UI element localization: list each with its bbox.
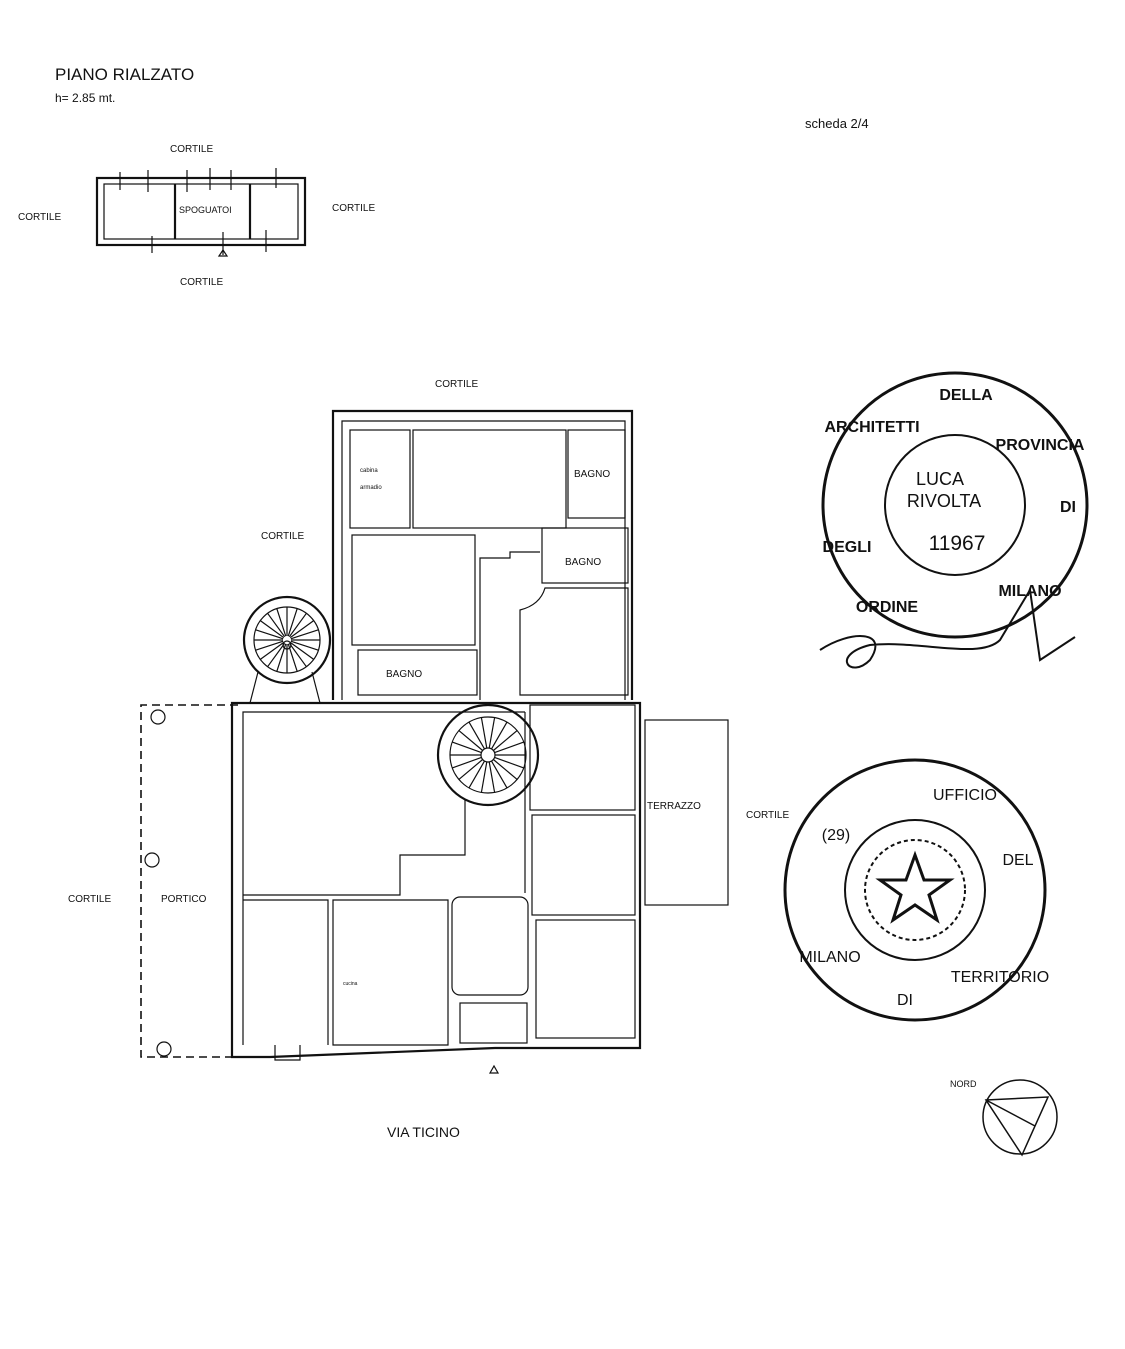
stamp-name-first: LUCA [916,469,964,489]
stair-tread [458,759,484,780]
plan-title: PIANO RIALZATO [55,65,194,84]
label-bagno-top: BAGNO [574,469,610,480]
stamp-name-last: RIVOLTA [907,491,981,511]
stamp-ring-word: MILANO [799,949,860,966]
small-plan-label-right: CORTILE [332,203,375,214]
stair-tread [255,640,284,651]
small-plan-label-left: CORTILE [18,212,61,223]
stair-tread [255,629,284,640]
stamp-ring-word: TERRITORIO [951,969,1049,986]
stair-tread [492,730,518,751]
stamp-ring-word: DEGLI [823,539,872,556]
label-armadio: armadio [360,485,382,491]
architect-stamp: ORDINE DEGLI ARCHITETTI DELLA PROVINCIA … [819,371,1089,669]
office-stamp-ring-text: UFFICIO DEL TERRITORIO DI MILANO (29) [799,787,1049,1009]
stamp-ring-word: DI [1060,499,1076,516]
stamp-ring-word: ARCHITETTI [824,419,919,436]
label-cortile-right: CORTILE [746,810,789,821]
stair-tread [490,760,508,789]
room-bagno-right [541,527,629,584]
stair-tread [458,730,484,751]
main-plan: CORTILE CORTILE CORTILE CORTILE PORTICO … [68,379,789,1140]
label-cortile-left: CORTILE [68,894,111,905]
stair-tread [290,629,319,640]
room-spogliatoi: SPOGUATOI [179,205,232,215]
stair-tread [494,741,524,754]
label-bagno-left: BAGNO [386,669,422,680]
stair-tread [267,642,286,668]
north-label: NORD [950,1079,977,1089]
stair-tread [488,761,496,793]
stair-tread [288,642,307,668]
stair-tread [287,608,298,637]
office-stamp: UFFICIO DEL TERRITORIO DI MILANO (29) [783,758,1049,1022]
stair-tread [276,608,287,637]
terrace [644,719,729,906]
stair-tread [290,640,319,651]
stamp-ring-word: (29) [822,827,850,844]
stair-tread [452,756,482,769]
stair-tread [494,756,524,769]
label-cabina: cabina [360,468,378,474]
room-bagno-left [357,649,478,696]
stair-tread [276,643,287,672]
stair-tread [289,620,315,639]
stair-tread [468,760,486,789]
stair-tread [452,741,482,754]
small-plan-label-top: CORTILE [170,144,213,155]
stair-tread [259,641,285,660]
stamp-ring-word: DI [897,992,913,1009]
small-plan-label-bottom: CORTILE [180,277,223,288]
floor-height: h= 2.85 mt. [55,91,115,105]
label-bagno-right: BAGNO [565,557,601,568]
stair-tread [288,612,307,638]
room-bagno-top [567,429,626,519]
stamp-number: 11967 [929,532,986,555]
stair-tread [267,612,286,638]
stamp-ring-word: DEL [1002,852,1033,869]
room-cabina-armadio [349,429,411,529]
stair-tread [492,759,518,780]
stamp-ring-word: ORDINE [856,599,919,616]
stair-tread [259,620,285,639]
stair-tread [488,717,496,749]
stamp-ring-word: UFFICIO [933,787,997,804]
label-portico: PORTICO [161,894,207,905]
street-label: VIA TICINO [387,1124,460,1140]
stamp-ring-word: DELLA [939,387,993,404]
sheet-number: scheda 2/4 [805,116,869,131]
signature [819,587,1076,669]
stair-tread [287,643,298,672]
stair-tread [490,721,508,750]
stair-tread [468,721,486,750]
north-arrow-icon: NORD [950,1079,1058,1157]
label-cortile-top: CORTILE [435,379,478,390]
star-emblem-icon [875,850,955,924]
label-cortile-upper-left: CORTILE [261,531,304,542]
stair-tread [480,761,488,793]
small-plan: CORTILE CORTILE CORTILE CORTILE SPOGUATO… [18,144,375,288]
label-cucina: cucina [343,981,358,987]
label-terrazzo: TERRAZZO [647,801,701,812]
stair-tread [480,717,488,749]
stamp-ring-word: PROVINCIA [996,437,1085,454]
stair-tread [289,641,315,660]
